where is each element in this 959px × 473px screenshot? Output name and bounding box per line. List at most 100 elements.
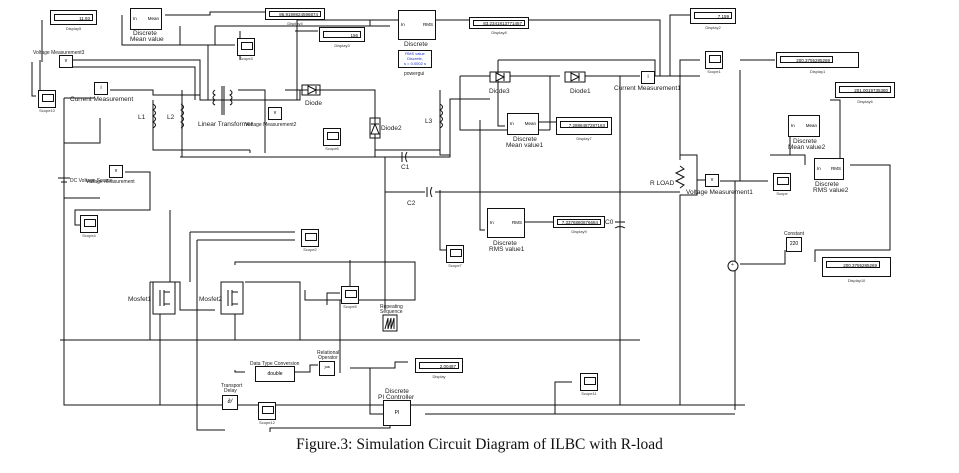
voltage-measurement1-label: Voltage Measurement1 bbox=[686, 189, 753, 196]
voltage-measurement2-block[interactable]: v bbox=[268, 107, 282, 120]
discrete-mean-value2-block[interactable]: In Mean bbox=[788, 115, 820, 137]
display-value: 7.159 bbox=[694, 12, 732, 19]
display-name: Display9 bbox=[571, 229, 587, 234]
scope-4[interactable]: Scope4 bbox=[80, 215, 98, 238]
scope-10[interactable]: Scope10 bbox=[38, 90, 56, 113]
wire bbox=[554, 381, 572, 414]
scope-name: Scope12 bbox=[259, 420, 275, 425]
wire bbox=[269, 414, 391, 432]
display-8: 83.2341813771457 Display8 bbox=[469, 17, 529, 35]
in-port-label: In bbox=[510, 121, 514, 126]
display-value: 7.3376880876684 bbox=[557, 219, 601, 225]
out-port-label: RMS bbox=[512, 220, 522, 225]
discrete-rms-value1-block[interactable]: In RMS bbox=[487, 208, 525, 238]
wire bbox=[73, 59, 201, 100]
scope-1[interactable]: Scope1 bbox=[705, 51, 723, 74]
powergui-line2: Discrete, bbox=[407, 56, 423, 61]
sum-block bbox=[727, 260, 739, 272]
discrete-mean-value-block[interactable]: In Mean bbox=[130, 8, 162, 30]
scope-7[interactable]: Scope7 bbox=[446, 245, 464, 268]
constant-label: Constant bbox=[784, 231, 805, 237]
wire bbox=[285, 89, 441, 151]
wire bbox=[370, 361, 408, 369]
c2-label: C2 bbox=[407, 200, 416, 207]
data-type-conversion-block[interactable]: double bbox=[255, 366, 295, 382]
voltage-measurement3-block[interactable]: v bbox=[59, 55, 73, 68]
diode bbox=[301, 84, 321, 96]
scope[interactable]: Scope bbox=[773, 173, 791, 196]
display-10: 200.3755285269 Display10 bbox=[822, 257, 891, 283]
diode1 bbox=[564, 71, 586, 83]
pi-controller-label-line1: Discrete bbox=[385, 388, 409, 395]
display-name: Display8 bbox=[491, 30, 507, 35]
wire bbox=[165, 11, 265, 16]
discrete-rms-block[interactable]: In RMS bbox=[398, 10, 436, 40]
voltage-measurement3-label: Voltage Measurement3 bbox=[33, 50, 85, 56]
display-value: 7.2886487287163 bbox=[560, 121, 608, 128]
voltage-measurement-block[interactable]: v bbox=[109, 165, 123, 178]
scope-name: Scope11 bbox=[581, 391, 597, 396]
display-7: 7.2886487287163 Display7 bbox=[556, 117, 612, 141]
wire bbox=[479, 120, 485, 231]
display-value: 83.2341813771457 bbox=[473, 20, 525, 26]
out-port-label: RMS bbox=[831, 166, 841, 171]
display-2: 7.159 Display2 bbox=[690, 8, 736, 30]
wire bbox=[814, 164, 891, 262]
display-name: Display3 bbox=[334, 43, 350, 48]
powergui-label: powergui bbox=[404, 71, 425, 77]
l1-label: L1 bbox=[138, 114, 146, 121]
relational-operator-label-line2: Operator bbox=[318, 355, 338, 361]
display-1: 200.3755285269 Display1 bbox=[776, 52, 859, 74]
discrete-mean-value1-subtitle: Mean value1 bbox=[506, 142, 544, 149]
data-type-conversion-label: Data Type Conversion bbox=[250, 361, 300, 367]
scope-2[interactable]: Scope2 bbox=[301, 229, 319, 252]
scope-12[interactable]: Scope12 bbox=[258, 402, 276, 425]
diode3-label: Diode3 bbox=[489, 88, 510, 95]
sum-sign: + bbox=[731, 262, 734, 268]
display: 2.00487 Display bbox=[415, 358, 463, 379]
scope-name: Scope5 bbox=[343, 304, 357, 309]
current-measurement-block[interactable]: i bbox=[94, 82, 108, 95]
discrete-rms-value1-subtitle: RMS value1 bbox=[489, 246, 525, 253]
voltage-measurement2-label: Voltage Measurement2 bbox=[245, 122, 297, 128]
relational-operator-block[interactable]: >= bbox=[319, 361, 335, 376]
wire bbox=[73, 66, 196, 100]
display-name: Display7 bbox=[576, 136, 592, 141]
l3-label: L3 bbox=[425, 118, 433, 125]
transport-delay-block[interactable]: ∂/ bbox=[222, 395, 238, 410]
in-port-label: In bbox=[133, 16, 137, 21]
mosfet2-label: Mosfet2 bbox=[199, 296, 223, 303]
scope-6[interactable]: Scope6 bbox=[323, 128, 341, 151]
display-name: Display bbox=[432, 374, 446, 379]
linear-transformer bbox=[212, 86, 233, 115]
current-measurement1-block[interactable]: i bbox=[641, 71, 655, 84]
powergui-line3: s = 0.0002 s bbox=[404, 61, 426, 66]
display-name: Display1 bbox=[809, 69, 826, 74]
scope-name: Scope10 bbox=[39, 108, 55, 113]
display-9: 7.3376880876684 Display9 bbox=[553, 216, 605, 234]
wire bbox=[770, 130, 791, 156]
c0-label: C0 bbox=[605, 219, 614, 226]
linear-transformer-label: Linear Transformer bbox=[198, 121, 253, 128]
wire bbox=[439, 190, 455, 251]
discrete-rms-value1-title: Discrete bbox=[493, 240, 517, 247]
pi-controller-block[interactable]: PI bbox=[383, 400, 411, 426]
discrete-rms-value2-block[interactable]: In RMS bbox=[814, 158, 844, 180]
scope-3[interactable]: Scope3 bbox=[237, 38, 255, 61]
display-value: 11.93 bbox=[54, 14, 93, 21]
scope-5[interactable]: Scope5 bbox=[341, 286, 359, 309]
display-name: Display10 bbox=[847, 278, 866, 283]
powergui-block[interactable]: RMS value Discrete, s = 0.0002 s bbox=[398, 50, 432, 68]
repeating-sequence bbox=[382, 314, 398, 332]
display-name: Display5 bbox=[65, 26, 82, 31]
voltage-measurement1-block[interactable]: v bbox=[705, 174, 719, 187]
out-port-label: RMS bbox=[423, 22, 433, 27]
scope-11[interactable]: Scope11 bbox=[580, 373, 598, 396]
wire bbox=[770, 154, 806, 165]
out-port-label: Mean bbox=[147, 16, 159, 21]
wire bbox=[74, 171, 151, 226]
constant-block[interactable]: 220 bbox=[786, 237, 802, 252]
discrete-mean-value1-block[interactable]: In Mean bbox=[507, 113, 539, 135]
r-load-label: R LOAD bbox=[650, 180, 675, 187]
discrete-rms-title: Discrete bbox=[404, 41, 428, 48]
